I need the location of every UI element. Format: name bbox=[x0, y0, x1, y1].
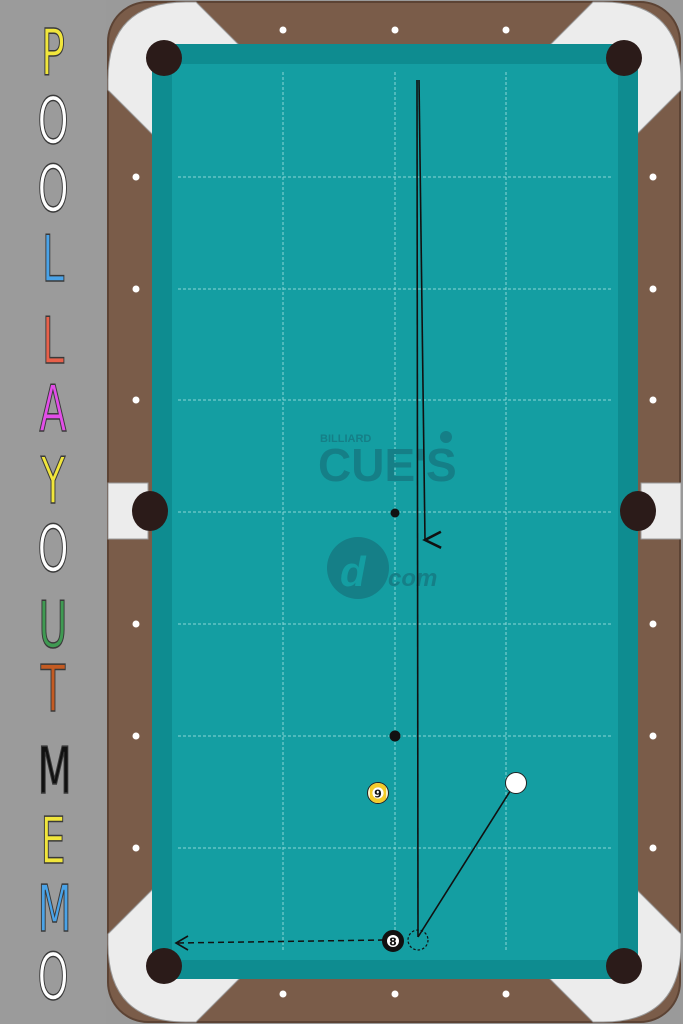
cue-ball[interactable] bbox=[505, 772, 527, 794]
title-letter: L bbox=[41, 223, 65, 297]
diamond bbox=[391, 26, 399, 34]
diamond bbox=[279, 990, 287, 998]
diamond bbox=[649, 285, 657, 293]
pocket-top-left bbox=[146, 40, 182, 76]
title-letter: T bbox=[40, 653, 66, 727]
object-path-line-up bbox=[418, 79, 442, 549]
logo-d-mark-icon bbox=[327, 537, 389, 599]
nine-ball[interactable]: 9 bbox=[367, 782, 389, 804]
foot-spot bbox=[390, 508, 400, 518]
rail-diamonds bbox=[132, 26, 657, 998]
pockets bbox=[132, 40, 656, 984]
eight-ball[interactable]: 8 bbox=[382, 930, 404, 952]
ghost-ball bbox=[407, 929, 429, 951]
diamond bbox=[132, 285, 140, 293]
pool-table: BILLIARD CUE'S d com 9 8 bbox=[107, 1, 682, 1023]
logo-d-letter: d bbox=[340, 548, 367, 595]
eight-ball-path-line bbox=[175, 939, 385, 944]
diamond bbox=[649, 732, 657, 740]
pocket-side-left bbox=[132, 491, 168, 531]
title-letter: A bbox=[39, 373, 67, 447]
diamond bbox=[132, 396, 140, 404]
logo-domain-text: com bbox=[388, 565, 437, 592]
diamond bbox=[132, 844, 140, 852]
logo-cue-ball-icon bbox=[440, 431, 452, 443]
title-letter: M bbox=[37, 735, 72, 809]
diamond bbox=[132, 620, 140, 628]
diamond bbox=[649, 844, 657, 852]
cue-path-line bbox=[417, 784, 515, 938]
diamond bbox=[502, 26, 510, 34]
title-letter: O bbox=[37, 941, 69, 1015]
eight-ball-number: 8 bbox=[389, 936, 397, 949]
pocket-side-right bbox=[620, 491, 656, 531]
pocket-arrow-icon bbox=[174, 935, 189, 951]
title-letter: P bbox=[41, 17, 66, 91]
title-letter: L bbox=[41, 305, 65, 379]
diamond bbox=[649, 620, 657, 628]
title-letter: Y bbox=[40, 445, 66, 519]
side-plate-right bbox=[640, 482, 682, 540]
title-letter: O bbox=[37, 153, 69, 227]
diamond bbox=[649, 396, 657, 404]
title-letter: O bbox=[37, 513, 69, 587]
logo-small-text: BILLIARD bbox=[320, 433, 371, 445]
pocket-bottom-left bbox=[146, 948, 182, 984]
pocket-top-right bbox=[606, 40, 642, 76]
diamond bbox=[391, 990, 399, 998]
pocket-bottom-right bbox=[606, 948, 642, 984]
title-letter: U bbox=[38, 589, 68, 663]
spot-marker bbox=[389, 730, 401, 742]
title-letter: O bbox=[37, 85, 69, 159]
diamond bbox=[502, 990, 510, 998]
title-letter: M bbox=[37, 873, 72, 947]
object-path-line-down bbox=[416, 79, 419, 938]
title-letter: E bbox=[40, 805, 66, 879]
watermark-logo: BILLIARD CUE'S d com bbox=[318, 431, 457, 599]
nine-ball-number: 9 bbox=[374, 788, 382, 801]
diamond bbox=[132, 173, 140, 181]
logo-main-text: CUE'S bbox=[318, 439, 457, 491]
diamond bbox=[132, 732, 140, 740]
diamond bbox=[649, 173, 657, 181]
diamond bbox=[279, 26, 287, 34]
